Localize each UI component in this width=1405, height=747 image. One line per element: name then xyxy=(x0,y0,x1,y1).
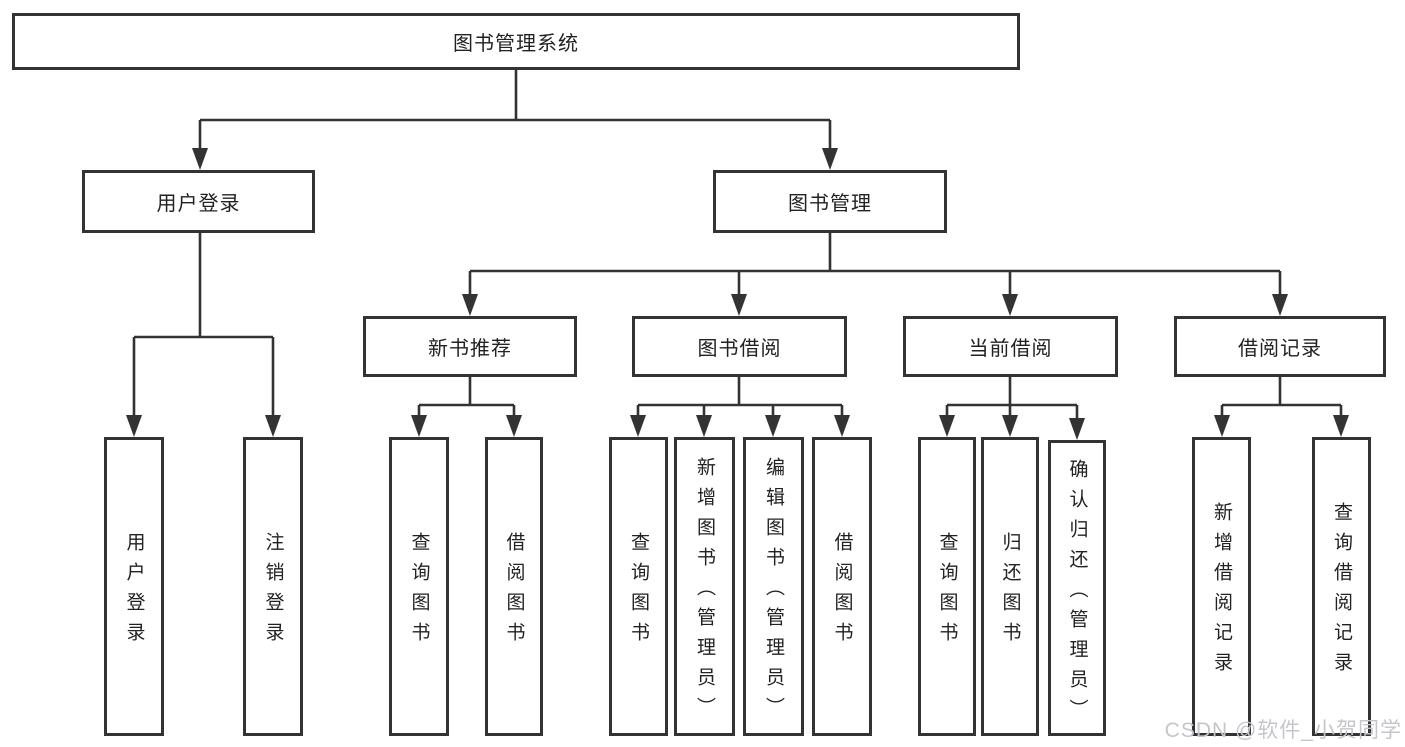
leaf-bb-query-books: 查询图书 xyxy=(609,437,668,736)
leaf-label: 借阅图书 xyxy=(503,532,525,652)
leaf-label: 借阅图书 xyxy=(831,532,853,652)
leaf-cb-confirm-return-admin: 确认归还（管理员） xyxy=(1048,440,1106,736)
leaf-label: 新增借阅记录 xyxy=(1211,502,1232,682)
node-new-book-recommend: 新书推荐 xyxy=(363,316,577,377)
connector-book-borrow-children xyxy=(630,377,850,437)
connector-user-login-children xyxy=(126,233,281,437)
leaf-cb-query-books: 查询图书 xyxy=(918,437,976,736)
leaf-label: 查询图书 xyxy=(408,532,430,652)
connector-root-to-level2 xyxy=(192,70,838,170)
connector-current-borrow-children xyxy=(939,377,1085,440)
leaf-bb-edit-books-admin: 编辑图书（管理员） xyxy=(743,437,804,736)
leaf-label: 注销登录 xyxy=(262,532,284,652)
leaf-nb-borrow-books: 借阅图书 xyxy=(485,437,543,736)
leaf-nb-query-books: 查询图书 xyxy=(389,437,449,736)
root-node: 图书管理系统 xyxy=(12,13,1020,70)
leaf-user-login: 用户登录 xyxy=(104,437,164,736)
node-book-management: 图书管理 xyxy=(713,170,947,233)
leaf-label: 确认归还（管理员） xyxy=(1066,458,1088,729)
node-current-borrow: 当前借阅 xyxy=(903,316,1118,377)
leaf-label: 编辑图书（管理员） xyxy=(763,457,784,727)
leaf-label: 用户登录 xyxy=(123,532,145,652)
connector-book-management-children xyxy=(462,233,1288,316)
leaf-label: 查询借阅记录 xyxy=(1331,502,1352,682)
leaf-br-add-record: 新增借阅记录 xyxy=(1192,437,1251,736)
node-book-borrow: 图书借阅 xyxy=(632,316,847,377)
node-label: 新书推荐 xyxy=(428,338,512,360)
leaf-label: 查询图书 xyxy=(628,532,649,652)
node-user-login: 用户登录 xyxy=(82,170,315,233)
leaf-label: 新增图书（管理员） xyxy=(694,457,715,727)
node-label: 当前借阅 xyxy=(968,338,1053,360)
connector-new-book-children xyxy=(411,377,522,437)
leaf-label: 查询图书 xyxy=(936,532,958,652)
leaf-bb-borrow-books: 借阅图书 xyxy=(812,437,872,736)
node-label: 图书管理 xyxy=(788,193,872,215)
node-label: 借阅记录 xyxy=(1238,338,1322,360)
node-label: 图书借阅 xyxy=(697,338,782,360)
leaf-br-query-record: 查询借阅记录 xyxy=(1312,437,1371,736)
leaf-bb-add-books-admin: 新增图书（管理员） xyxy=(674,437,735,736)
leaf-label: 归还图书 xyxy=(999,532,1021,652)
node-label: 用户登录 xyxy=(156,193,241,215)
node-borrow-records: 借阅记录 xyxy=(1174,316,1386,377)
leaf-cb-return-books: 归还图书 xyxy=(981,437,1039,736)
root-node-label: 图书管理系统 xyxy=(453,33,579,55)
connector-borrow-records-children xyxy=(1214,377,1349,437)
leaf-logout: 注销登录 xyxy=(243,437,303,736)
